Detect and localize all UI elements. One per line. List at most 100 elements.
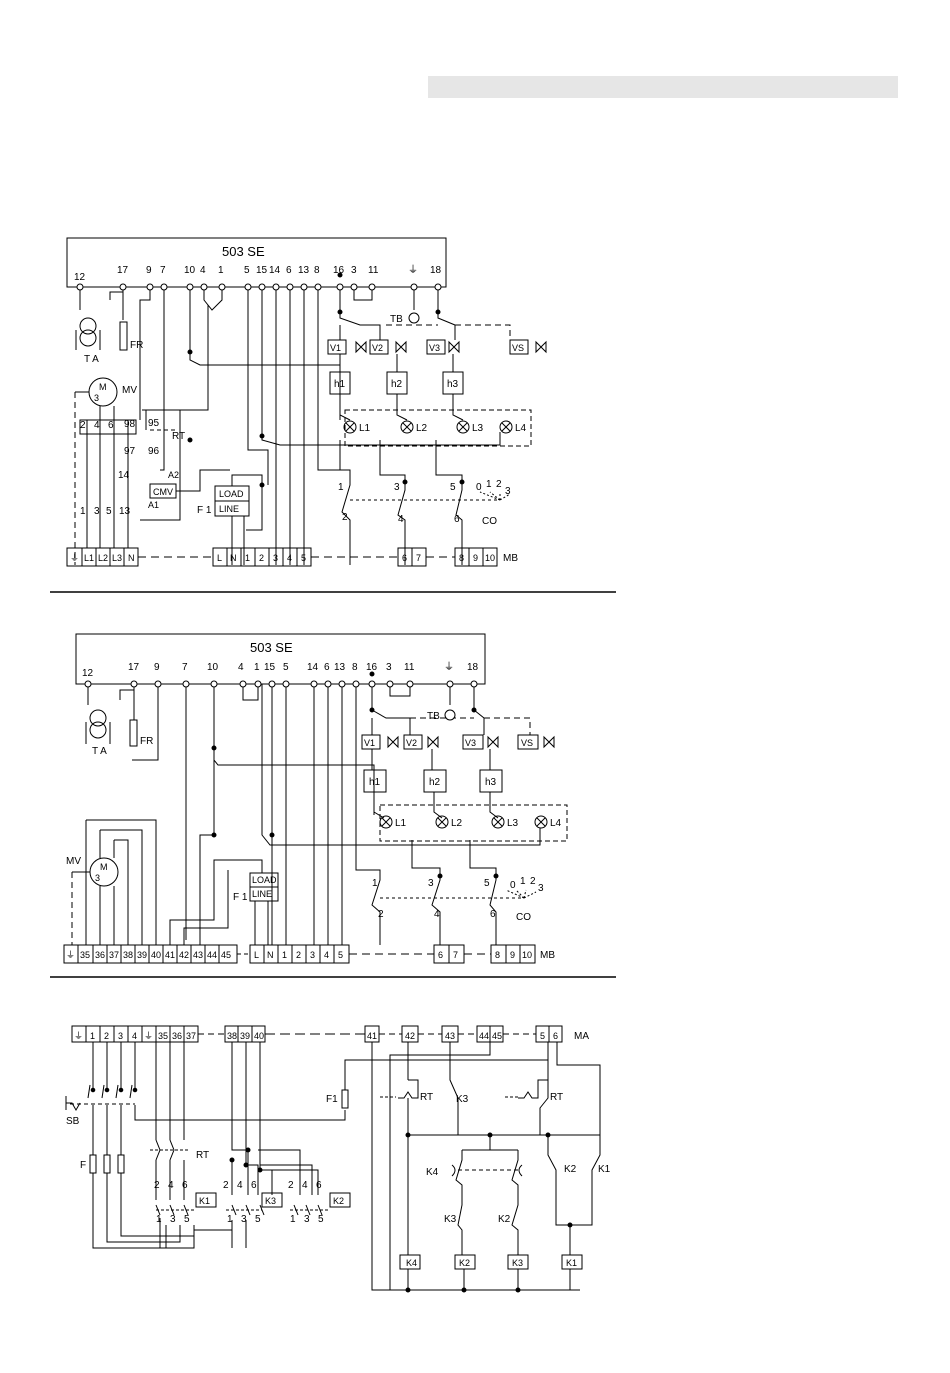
relay-h3-text-1: h3: [447, 379, 459, 390]
ma-1: 1: [90, 1031, 95, 1041]
f-label: F: [80, 1160, 86, 1171]
valve-v1-1: [327, 339, 347, 355]
mw-1: 1: [80, 506, 86, 517]
coil-k3-text: K3: [512, 1258, 523, 1268]
rt-14: 14: [118, 470, 130, 481]
mw-3: 3: [94, 506, 100, 517]
mb2-7: 7: [453, 950, 458, 960]
photocell-fr-1: [119, 321, 128, 351]
mw-6: 6: [108, 420, 114, 431]
valve-v2-2: [403, 734, 423, 750]
ladder-k1-right: K1: [598, 1164, 611, 1175]
tb-label-2: TB: [427, 711, 440, 722]
lamp-l1-text-1: L1: [359, 423, 371, 434]
sw-3: 3: [394, 482, 400, 493]
sw2-3: 3: [428, 878, 434, 889]
controller-title-2: 503 SE: [250, 640, 293, 655]
a1-label: A1: [148, 500, 159, 510]
mb1-7: 7: [416, 553, 421, 563]
coil-k1-text: K1: [566, 1258, 577, 1268]
mb-ground-2: ⏚: [66, 950, 75, 960]
ladder-k3-mid: K3: [444, 1214, 457, 1225]
cb-a-1: 1: [156, 1214, 162, 1225]
section-header-bar: [428, 76, 898, 98]
valve-v3-text-2: V3: [465, 738, 476, 748]
term-2-1: 1: [254, 662, 260, 673]
ma-2: 2: [104, 1031, 109, 1041]
sw-4: 4: [398, 514, 404, 525]
relay-h3-2: [479, 769, 503, 793]
ma-5: 5: [540, 1031, 545, 1041]
term-1-3: 3: [351, 265, 357, 276]
ma-35: 35: [158, 1031, 168, 1041]
rt-label-3a: RT: [196, 1150, 209, 1161]
ta-label-1: T A: [84, 354, 99, 365]
term-2-4: 4: [238, 662, 244, 673]
co-2: 2: [496, 479, 502, 490]
diagram-2: [63, 633, 568, 964]
ma-label: MA: [574, 1031, 589, 1042]
mb1-L: L: [217, 553, 222, 563]
sw2-5: 5: [484, 878, 490, 889]
term-1-14: 14: [269, 265, 281, 276]
sw2-6: 6: [490, 909, 496, 920]
rt-98: 98: [124, 419, 136, 430]
contactor-k3: [261, 1192, 283, 1208]
mb1-3: 3: [273, 553, 278, 563]
term-2-8: 8: [352, 662, 358, 673]
coil-k2-text: K2: [459, 1258, 470, 1268]
ma-ground-b: ⏚: [144, 1031, 153, 1041]
diagram-3: [65, 1025, 601, 1293]
ma-37: 37: [186, 1031, 196, 1041]
valve-v2-1: [369, 339, 389, 355]
rt-95: 95: [148, 418, 160, 429]
mb2-42: 42: [179, 950, 189, 960]
f1-label-2: F 1: [233, 892, 248, 903]
ma-45: 45: [492, 1031, 502, 1041]
valve-v3-2: [462, 734, 484, 750]
mb2-38: 38: [123, 950, 133, 960]
ladder-k2-right: K2: [564, 1164, 577, 1175]
mw-2: 2: [80, 420, 86, 431]
cmv-label: CMV: [153, 487, 173, 497]
fuse-f-3: [117, 1154, 125, 1174]
coil-k4: [399, 1254, 421, 1270]
term-2-13: 13: [334, 662, 346, 673]
mw-4: 4: [94, 420, 100, 431]
mb2-40: 40: [151, 950, 161, 960]
ma-ground-a: ⏚: [74, 1031, 83, 1041]
f1-label-1: F 1: [197, 505, 212, 516]
line-label-2: LINE: [252, 889, 272, 899]
mb2-43: 43: [193, 950, 203, 960]
mb1-N: N: [230, 553, 237, 563]
load-label-2: LOAD: [252, 875, 277, 885]
term-1-10: 10: [184, 265, 196, 276]
ladder-k4: K4: [426, 1167, 439, 1178]
valve-vs-text-2: VS: [521, 738, 533, 748]
ma-44: 44: [479, 1031, 489, 1041]
relay-h2-text-2: h2: [429, 777, 441, 788]
ladder-k2-mid: K2: [498, 1214, 511, 1225]
mb1-n: N: [128, 553, 135, 563]
controller-title-1: 503 SE: [222, 244, 265, 259]
ma-38: 38: [227, 1031, 237, 1041]
ma-41: 41: [367, 1031, 377, 1041]
cb-b-3: 3: [241, 1214, 247, 1225]
relay-h3-text-2: h3: [485, 777, 497, 788]
cb-b-5: 5: [255, 1214, 261, 1225]
co-label-2: CO: [516, 912, 531, 923]
valve-vs-1: [509, 339, 529, 355]
term-2-12: 12: [82, 668, 94, 679]
motor-3-1: 3: [94, 393, 99, 403]
ma-43: 43: [445, 1031, 455, 1041]
tb-label-1: TB: [390, 314, 403, 325]
fuse-f-2: [103, 1154, 111, 1174]
ma-6: 6: [553, 1031, 558, 1041]
term-2-14: 14: [307, 662, 319, 673]
ma-3: 3: [118, 1031, 123, 1041]
term-2-9: 9: [154, 662, 160, 673]
contactor-k2-text: K2: [333, 1196, 344, 1206]
valve-v2-text-1: V2: [372, 343, 383, 353]
fr-label-2: FR: [140, 736, 153, 747]
valve-v1-text-2: V1: [364, 738, 375, 748]
